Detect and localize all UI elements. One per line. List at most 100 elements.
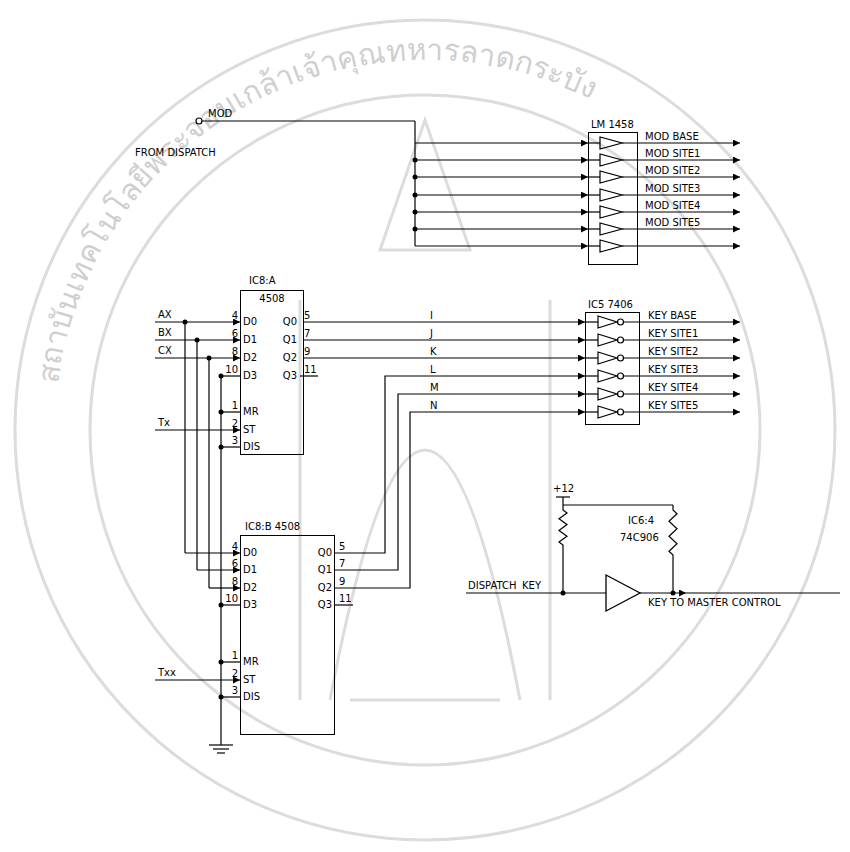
wire <box>588 211 600 212</box>
signal-wire <box>335 412 585 588</box>
inverter-symbol <box>598 352 617 364</box>
pin-label: MR <box>243 656 259 667</box>
signal-name: MOD SITE5 <box>645 217 700 228</box>
pin-label: 9 <box>339 576 345 587</box>
pin-label: Q1 <box>283 334 297 345</box>
pin-label: ST <box>243 674 255 685</box>
inverter-bubble <box>618 409 624 415</box>
wire <box>563 504 673 505</box>
wire <box>585 339 598 340</box>
wire <box>640 592 686 593</box>
wire <box>585 357 598 358</box>
signal-wire <box>335 394 585 570</box>
wire <box>415 211 588 212</box>
signal-name: Tx <box>158 417 170 428</box>
signal-name: MOD BASE <box>645 131 699 142</box>
pin-label: D0 <box>243 547 257 558</box>
wire <box>221 446 240 447</box>
wire-label: I <box>430 310 433 321</box>
wire <box>415 176 588 177</box>
ic-label: IC8:B 4508 <box>245 521 300 532</box>
wire <box>415 228 588 229</box>
wire <box>221 696 240 697</box>
pin-label: D1 <box>243 334 257 345</box>
wire <box>184 322 185 553</box>
pin-label: 5 <box>339 541 345 552</box>
signal-name: MOD SITE4 <box>645 200 700 211</box>
pin-label: Q3 <box>283 370 297 381</box>
wire <box>213 748 229 749</box>
wire <box>624 393 740 394</box>
buffer-symbol <box>600 171 622 183</box>
wire <box>624 321 740 322</box>
wire <box>672 560 673 593</box>
wire <box>562 497 563 505</box>
ic-label: LM 1458 <box>591 119 634 130</box>
wire <box>415 159 588 160</box>
wire <box>622 159 740 160</box>
pin-label: 3 <box>232 685 238 696</box>
inverter-symbol <box>598 370 617 382</box>
wire <box>562 550 563 593</box>
inverter-bubble <box>618 355 624 361</box>
wire <box>221 375 240 376</box>
wire-label: M <box>430 382 439 393</box>
pin-label: MR <box>243 406 259 417</box>
pin-label: D2 <box>243 582 257 593</box>
wire-label: J <box>430 328 433 339</box>
ic-label: IC6:4 <box>628 515 654 526</box>
pin-label: 7 <box>304 328 310 339</box>
wire <box>300 375 318 376</box>
wire <box>585 393 598 394</box>
junction-dot <box>671 591 676 596</box>
wire <box>185 552 240 553</box>
wire <box>155 429 240 430</box>
pin-label: D2 <box>243 352 257 363</box>
pin-label: Q2 <box>283 352 297 363</box>
input-terminal <box>196 118 202 124</box>
pin-label: 7 <box>339 558 345 569</box>
pin-label: 2 <box>232 418 238 429</box>
wire <box>155 679 240 680</box>
signal-name: MOD SITE1 <box>645 148 700 159</box>
wire <box>622 245 740 246</box>
wire-label: K <box>430 346 437 357</box>
buffer-symbol <box>600 206 622 218</box>
pin-label: DIS <box>243 691 260 702</box>
wire <box>466 592 606 593</box>
wire <box>585 411 598 412</box>
pin-label: ST <box>243 424 255 435</box>
wire <box>624 357 740 358</box>
inverter-bubble <box>618 391 624 397</box>
wire <box>202 120 415 121</box>
signal-name: +12 <box>553 483 574 494</box>
wire <box>209 744 233 745</box>
wire <box>624 411 740 412</box>
pin-label: 8 <box>232 346 238 357</box>
signal-name: KEY <box>522 580 541 591</box>
pin-label: 9 <box>304 346 310 357</box>
wire <box>585 321 598 322</box>
inverter-bubble <box>618 337 624 343</box>
signal-name: AX <box>158 309 172 320</box>
wire <box>197 569 240 570</box>
pin-label: 3 <box>232 435 238 446</box>
watermark-seal: สถาบันเทคโนโลยีพระจอมเกล้าเจ้าคุณทหารลาด… <box>15 20 835 840</box>
wire <box>624 339 740 340</box>
signal-name: KEY SITE1 <box>648 328 698 339</box>
wire <box>622 176 740 177</box>
inverter-symbol <box>598 388 617 400</box>
signal-name: KEY SITE4 <box>648 382 698 393</box>
wire <box>624 375 740 376</box>
buffer-symbol <box>600 137 622 149</box>
signal-name: MOD SITE2 <box>645 165 700 176</box>
pin-label: D3 <box>243 599 257 610</box>
pin-label: D3 <box>243 370 257 381</box>
ic-label: 4508 <box>241 293 303 304</box>
wire <box>588 194 600 195</box>
pin-label: DIS <box>243 441 260 452</box>
inverter-symbol <box>598 316 617 328</box>
signal-name: MOD SITE3 <box>645 183 700 194</box>
signal-name: KEY SITE5 <box>648 400 698 411</box>
